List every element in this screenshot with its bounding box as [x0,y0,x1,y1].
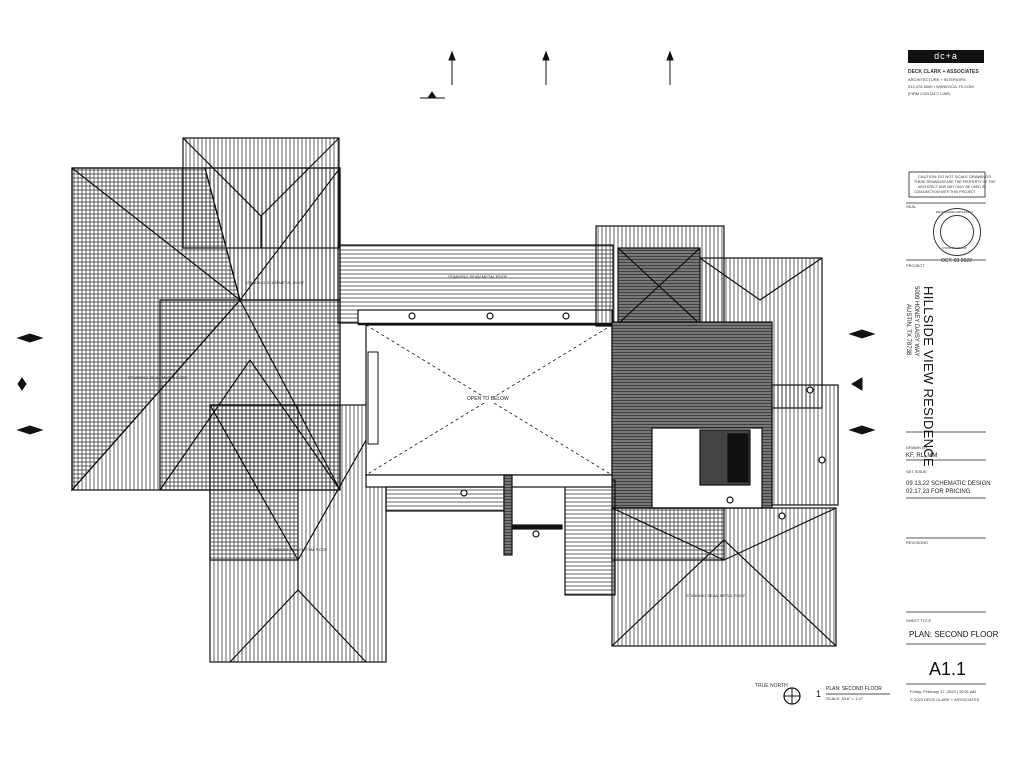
project-name: HILLSIDE VIEW RESIDENCE [921,286,936,467]
plan-number: 1 [816,689,822,699]
roof-note-3: STANDING SEAM METAL ROOF [128,375,188,380]
project-label: PROJECT [906,263,925,268]
title-block-frame [906,171,986,685]
roof-note-2: STANDING SEAM METAL ROOF [448,274,508,279]
project-address-1: 5009 HONEY DAISY WAY [913,286,919,357]
caution-line-3: ARCHITECT AND MAY ONLY BE USED IN [918,185,986,189]
firm-contact: 512.476.5000 • WWW.DCA-TX.COM [908,84,974,89]
architect-seal: REGISTERED ARCHITECT STATE OF TEXAS [933,208,981,256]
seal-label: SEAL [906,204,917,209]
set-issue-entry-2: 02.17.23 FOR PRICING [906,489,971,495]
section-markers-top [420,50,674,99]
revisions-label: REVISIONS [906,540,928,545]
roof-lower-center [365,474,613,556]
set-issue-label: SET ISSUE [906,469,927,474]
firm-contact-2: (FIRM CONTACT LINE) [908,91,951,96]
roof-note-4: STANDING SEAM METAL ROOF [268,547,328,552]
plan-title: PLAN: SECOND FLOOR [826,686,882,692]
open-to-below-label: OPEN TO BELOW [466,396,510,402]
north-label: TRUE NORTH [755,683,788,689]
seal-date: OCT. 03 2022 [941,258,972,264]
roof-right-block [564,225,839,647]
roof-bottom-left-wing [209,404,387,663]
roof-top-left-gable [182,137,340,249]
plan-scale: SCALE: 3/16" = 1'-0" [826,696,864,701]
firm-subtitle: ARCHITECTURE + INTERIORS [908,77,966,82]
sheet-title-label: SHEET TITLE [906,618,932,623]
firm-logo: dc+a [908,50,984,63]
project-address-2: AUSTIN, TX 78738 [905,304,911,356]
sheet-title-value: PLAN: SECOND FLOOR [909,630,999,639]
seal-state-text: STATE OF TEXAS [942,246,967,250]
copyright: © 2023 DECK CLARK + ASSOCIATES [910,697,980,702]
drawn-by-label: DRAWN BY [906,445,928,450]
timestamp: Friday, February 17, 2023 | 10:01 AM [910,689,976,694]
roof-note-1: STANDING SEAM METAL ROOF [245,280,305,285]
section-markers-sides [16,329,876,435]
caution-line-2: THESE DRAWINGS ARE THE PROPERTY OF THE [914,180,996,184]
firm-name: DECK CLARK + ASSOCIATES [908,69,979,75]
drawn-by-value: KF, RL, MM [906,453,938,459]
caution-line-1: CAUTION: DO NOT SCALE DRAWINGS [918,174,991,179]
set-issue-entry-1: 09.13.22 SCHEMATIC DESIGN [906,481,991,487]
sheet-number: A1.1 [929,659,967,679]
roof-note-5: STANDING SEAM METAL ROOF [686,593,746,598]
north-arrow-icon [783,687,801,705]
caution-line-4: CONJUNCTION WITH THIS PROJECT [914,190,976,194]
seal-ring-text: REGISTERED ARCHITECT [936,210,974,214]
roof-top-center [337,244,614,326]
